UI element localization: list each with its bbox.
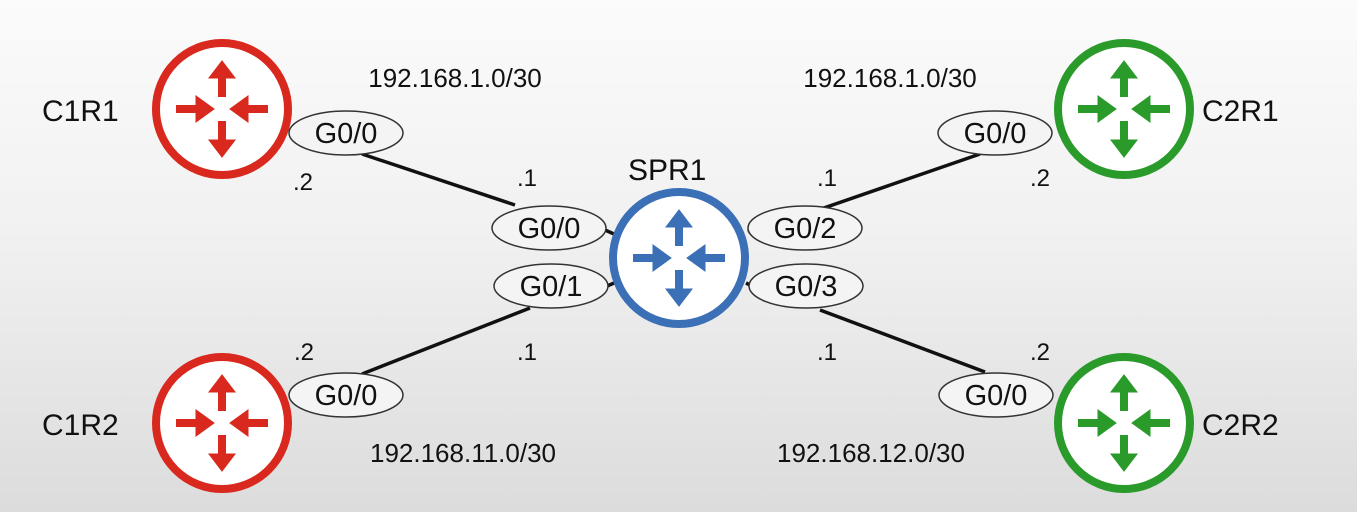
- subnet-label-c1r1: 192.168.1.0/30: [368, 63, 542, 93]
- interface-label: G0/0: [965, 380, 1028, 412]
- interface-label: G0/0: [964, 118, 1027, 150]
- host-label-c2r2: .2: [1030, 339, 1050, 366]
- router-c1r1-label: C1R1: [42, 95, 119, 128]
- link-stub-g00: [604, 228, 615, 236]
- host-label-c2r1: .2: [1030, 165, 1050, 192]
- interface-c1r2-g00[interactable]: G0/0: [288, 372, 404, 418]
- router-c1r1-ring: [152, 39, 292, 179]
- subnet-label-c1r2: 192.168.11.0/30: [370, 438, 556, 468]
- interface-spr1-g02[interactable]: G0/2: [747, 205, 863, 251]
- interface-label: G0/2: [774, 213, 837, 245]
- host-label-c1r2: .2: [294, 339, 314, 366]
- interface-c1r1-g00[interactable]: G0/0: [288, 110, 404, 156]
- host-label-spr1-g00: .1: [517, 165, 537, 192]
- router-spr1-label: SPR1: [628, 154, 706, 187]
- interface-label: G0/0: [315, 380, 378, 412]
- router-c2r2[interactable]: C2R2: [1054, 353, 1279, 493]
- router-spr1-ring: [609, 188, 749, 328]
- subnet-label-c2r2: 192.168.12.0/30: [777, 438, 965, 468]
- link-spr1-c2r1: [817, 152, 981, 212]
- router-c1r2-ring: [152, 353, 292, 493]
- interface-label: G0/0: [518, 213, 581, 245]
- router-c2r1-label: C2R1: [1202, 95, 1279, 128]
- router-c1r2[interactable]: C1R2: [42, 353, 292, 493]
- router-c1r1[interactable]: C1R1: [42, 39, 292, 179]
- host-label-c1r1: .2: [293, 169, 313, 196]
- interface-spr1-g00[interactable]: G0/0: [491, 205, 607, 251]
- interface-spr1-g03[interactable]: G0/3: [748, 263, 864, 309]
- host-label-spr1-g01: .1: [517, 339, 537, 366]
- interface-c2r1-g00[interactable]: G0/0: [937, 110, 1053, 156]
- link-spr1-c1r2: [361, 306, 531, 376]
- interface-label: G0/1: [520, 271, 583, 303]
- router-c1r2-label: C1R2: [42, 409, 119, 442]
- subnet-label-c2r1: 192.168.1.0/30: [803, 63, 977, 93]
- interface-spr1-g01[interactable]: G0/1: [493, 263, 609, 309]
- router-c2r2-ring: [1054, 353, 1194, 493]
- interface-c2r2-g00[interactable]: G0/0: [938, 372, 1054, 418]
- router-c2r2-label: C2R2: [1202, 409, 1279, 442]
- router-c2r1-ring: [1054, 39, 1194, 179]
- link-spr1-c2r2: [819, 308, 986, 374]
- interface-label: G0/0: [315, 118, 378, 150]
- host-label-spr1-g03: .1: [817, 339, 837, 366]
- link-spr1-c1r1: [361, 152, 516, 207]
- host-label-spr1-g02: .1: [817, 165, 837, 192]
- router-spr1[interactable]: SPR1: [609, 154, 749, 328]
- router-c2r1[interactable]: C2R1: [1054, 39, 1279, 179]
- interface-label: G0/3: [775, 271, 838, 303]
